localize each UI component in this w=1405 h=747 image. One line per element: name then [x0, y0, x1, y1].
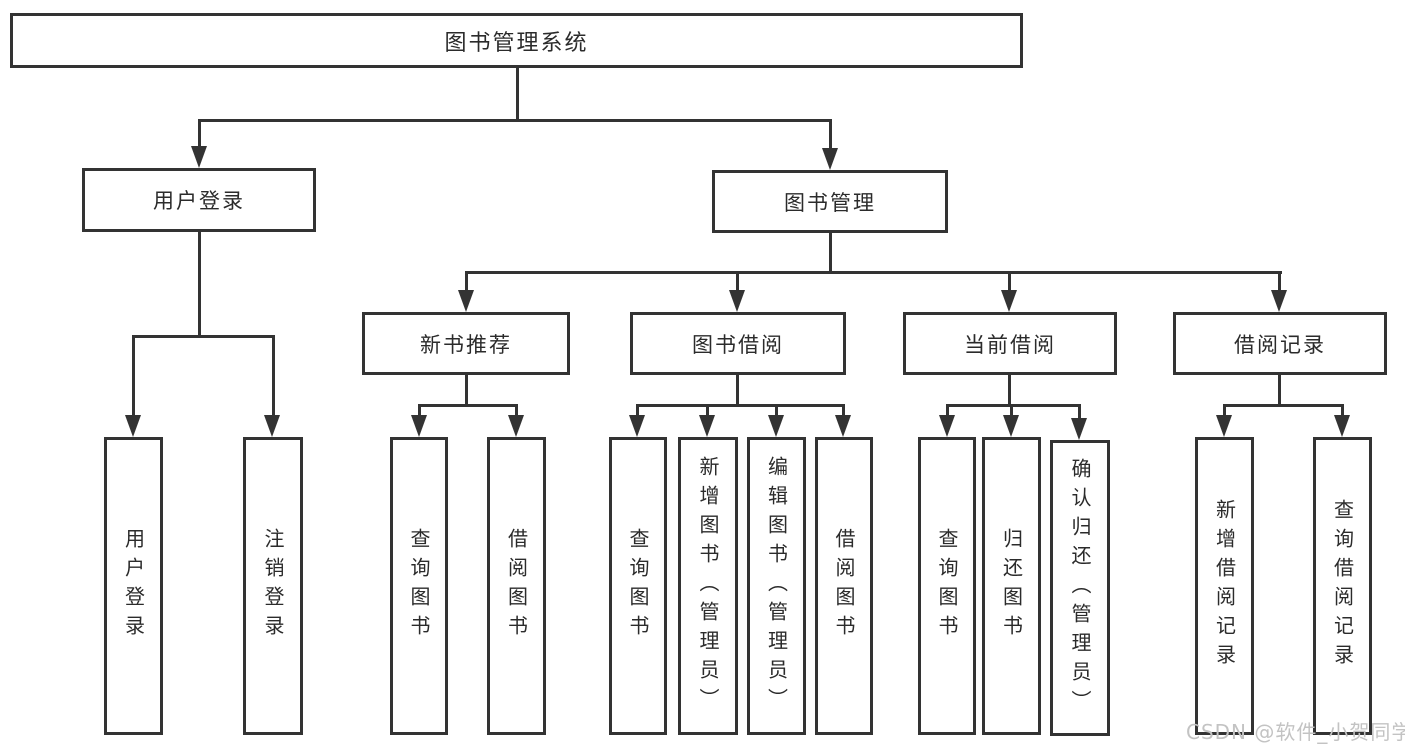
node-root-label: 图书管理系统	[444, 30, 589, 56]
connector-line	[946, 404, 949, 418]
leaf-query-books-borrow-label: 查询图书	[626, 528, 650, 644]
connector-line	[1223, 404, 1226, 418]
arrowhead	[822, 148, 838, 170]
leaf-borrow-books-recommend-label: 借阅图书	[504, 528, 529, 644]
leaf-return-book: 归还图书	[982, 437, 1041, 735]
connector-line	[1341, 404, 1344, 418]
arrowhead	[939, 415, 955, 437]
connector-line	[418, 404, 518, 407]
connector-line	[706, 404, 709, 418]
leaf-borrow-books-label: 借阅图书	[832, 528, 856, 644]
node-borrow-records-label: 借阅记录	[1234, 332, 1326, 357]
connector-line	[198, 230, 201, 337]
arrowhead	[1071, 418, 1087, 440]
leaf-query-borrow-record: 查询借阅记录	[1313, 437, 1372, 735]
connector-line	[198, 119, 201, 149]
connector-line	[132, 335, 275, 338]
leaf-query-books-recommend: 查询图书	[390, 437, 448, 735]
connector-line	[198, 119, 832, 122]
node-borrow-records: 借阅记录	[1173, 312, 1387, 375]
connector-line	[515, 404, 518, 418]
connector-line	[1278, 271, 1281, 292]
leaf-add-book-admin-label: 新增图书（管理员）	[696, 455, 720, 717]
arrowhead	[1216, 415, 1232, 437]
arrowhead	[1001, 290, 1017, 312]
arrowhead	[508, 415, 524, 437]
node-user-login: 用户登录	[82, 168, 316, 232]
arrowhead	[458, 290, 474, 312]
node-book-borrow: 图书借阅	[630, 312, 846, 375]
leaf-borrow-books: 借阅图书	[815, 437, 873, 735]
connector-line	[736, 271, 739, 292]
arrowhead	[125, 415, 141, 437]
connector-line	[1278, 373, 1281, 406]
connector-line	[829, 232, 832, 273]
arrowhead	[768, 415, 784, 437]
leaf-borrow-books-recommend: 借阅图书	[487, 437, 546, 735]
leaf-confirm-return-admin-label: 确认归还（管理员）	[1068, 457, 1092, 719]
leaf-add-borrow-record: 新增借阅记录	[1195, 437, 1254, 735]
connector-line	[465, 271, 1282, 274]
leaf-return-book-label: 归还图书	[999, 528, 1024, 644]
connector-line	[946, 404, 1081, 407]
node-current-borrow-label: 当前借阅	[964, 332, 1056, 357]
connector-line	[1223, 404, 1344, 407]
node-current-borrow: 当前借阅	[903, 312, 1117, 375]
connector-line	[465, 271, 468, 292]
connector-line	[272, 335, 275, 417]
connector-line	[636, 404, 845, 407]
connector-line	[418, 404, 421, 418]
arrowhead	[1271, 290, 1287, 312]
arrowhead	[629, 415, 645, 437]
connector-line	[636, 404, 639, 418]
connector-line	[516, 66, 519, 120]
arrowhead	[191, 146, 207, 168]
arrowhead	[264, 415, 280, 437]
node-book-borrow-label: 图书借阅	[692, 332, 784, 357]
leaf-edit-book-admin: 编辑图书（管理员）	[747, 437, 806, 735]
node-new-book-recommend: 新书推荐	[362, 312, 570, 375]
connector-line	[1008, 373, 1011, 406]
node-user-login-label: 用户登录	[153, 189, 245, 213]
leaf-query-books-borrow: 查询图书	[609, 437, 667, 735]
node-new-book-recommend-label: 新书推荐	[420, 332, 512, 357]
arrowhead	[699, 415, 715, 437]
leaf-add-borrow-record-label: 新增借阅记录	[1212, 499, 1237, 673]
node-book-management: 图书管理	[712, 170, 948, 233]
arrowhead	[1334, 415, 1350, 437]
connector-line	[132, 335, 135, 417]
leaf-query-borrow-record-label: 查询借阅记录	[1330, 499, 1355, 673]
leaf-logout-label: 注销登录	[261, 528, 285, 644]
connector-line	[1008, 271, 1011, 292]
leaf-user-login: 用户登录	[104, 437, 163, 735]
arrowhead	[1003, 415, 1019, 437]
arrowhead	[729, 290, 745, 312]
connector-line	[829, 119, 832, 151]
leaf-query-books-current-label: 查询图书	[935, 528, 959, 644]
leaf-query-books-current: 查询图书	[918, 437, 976, 735]
connector-line	[1010, 404, 1013, 418]
node-root: 图书管理系统	[10, 13, 1023, 68]
connector-line	[736, 373, 739, 406]
node-book-management-label: 图书管理	[784, 190, 876, 215]
connector-line	[1078, 404, 1081, 418]
watermark: CSDN @软件_小贺同学	[1186, 720, 1405, 744]
leaf-query-books-recommend-label: 查询图书	[407, 528, 431, 644]
arrowhead	[411, 415, 427, 437]
leaf-user-login-label: 用户登录	[121, 528, 146, 644]
leaf-edit-book-admin-label: 编辑图书（管理员）	[764, 455, 789, 717]
connector-line	[465, 373, 468, 406]
leaf-add-book-admin: 新增图书（管理员）	[678, 437, 738, 735]
leaf-logout: 注销登录	[243, 437, 303, 735]
connector-line	[775, 404, 778, 418]
leaf-confirm-return-admin: 确认归还（管理员）	[1050, 440, 1110, 736]
connector-line	[842, 404, 845, 418]
arrowhead	[835, 415, 851, 437]
